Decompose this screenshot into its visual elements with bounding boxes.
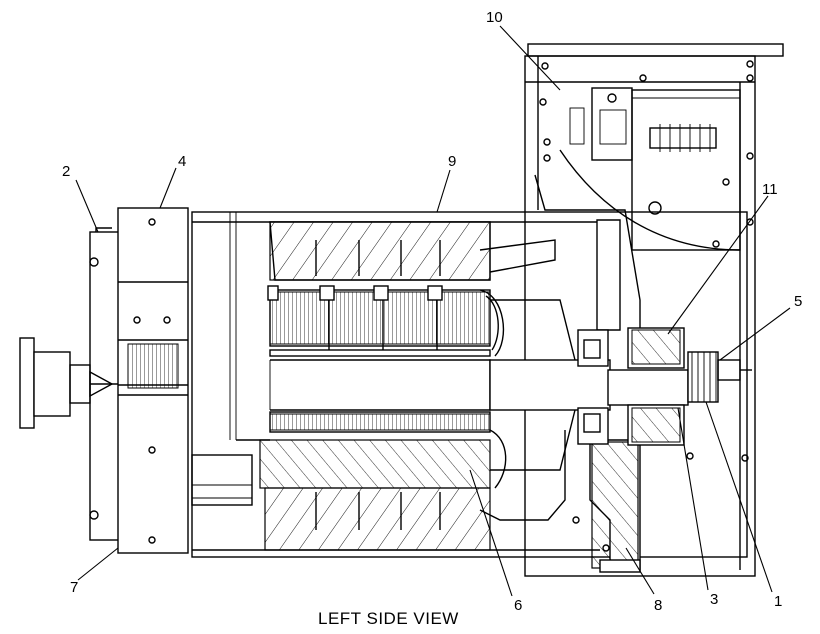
stator-core-upper (267, 221, 505, 357)
callout-6: 6 (514, 597, 522, 614)
callout-1: 1 (774, 593, 782, 610)
callout-9: 9 (448, 153, 456, 170)
callout-8: 8 (654, 597, 662, 614)
rotor-shaft (269, 299, 689, 471)
callout-7: 7 (70, 579, 78, 596)
callout-leaders (75, 25, 791, 597)
callout-10: 10 (486, 9, 503, 26)
stator-core-lower (259, 411, 566, 551)
callout-4: 4 (178, 153, 186, 170)
terminal-box (524, 43, 784, 577)
callout-5: 5 (794, 293, 802, 310)
callout-11: 11 (762, 181, 778, 198)
view-title: LEFT SIDE VIEW (318, 609, 459, 628)
end-bracket-drive (479, 209, 752, 573)
left-end-bracket (19, 207, 189, 554)
callout-3: 3 (710, 591, 718, 608)
callout-labels: 10 9 4 2 11 5 7 6 8 3 1 (62, 9, 802, 614)
callout-2: 2 (62, 163, 70, 180)
